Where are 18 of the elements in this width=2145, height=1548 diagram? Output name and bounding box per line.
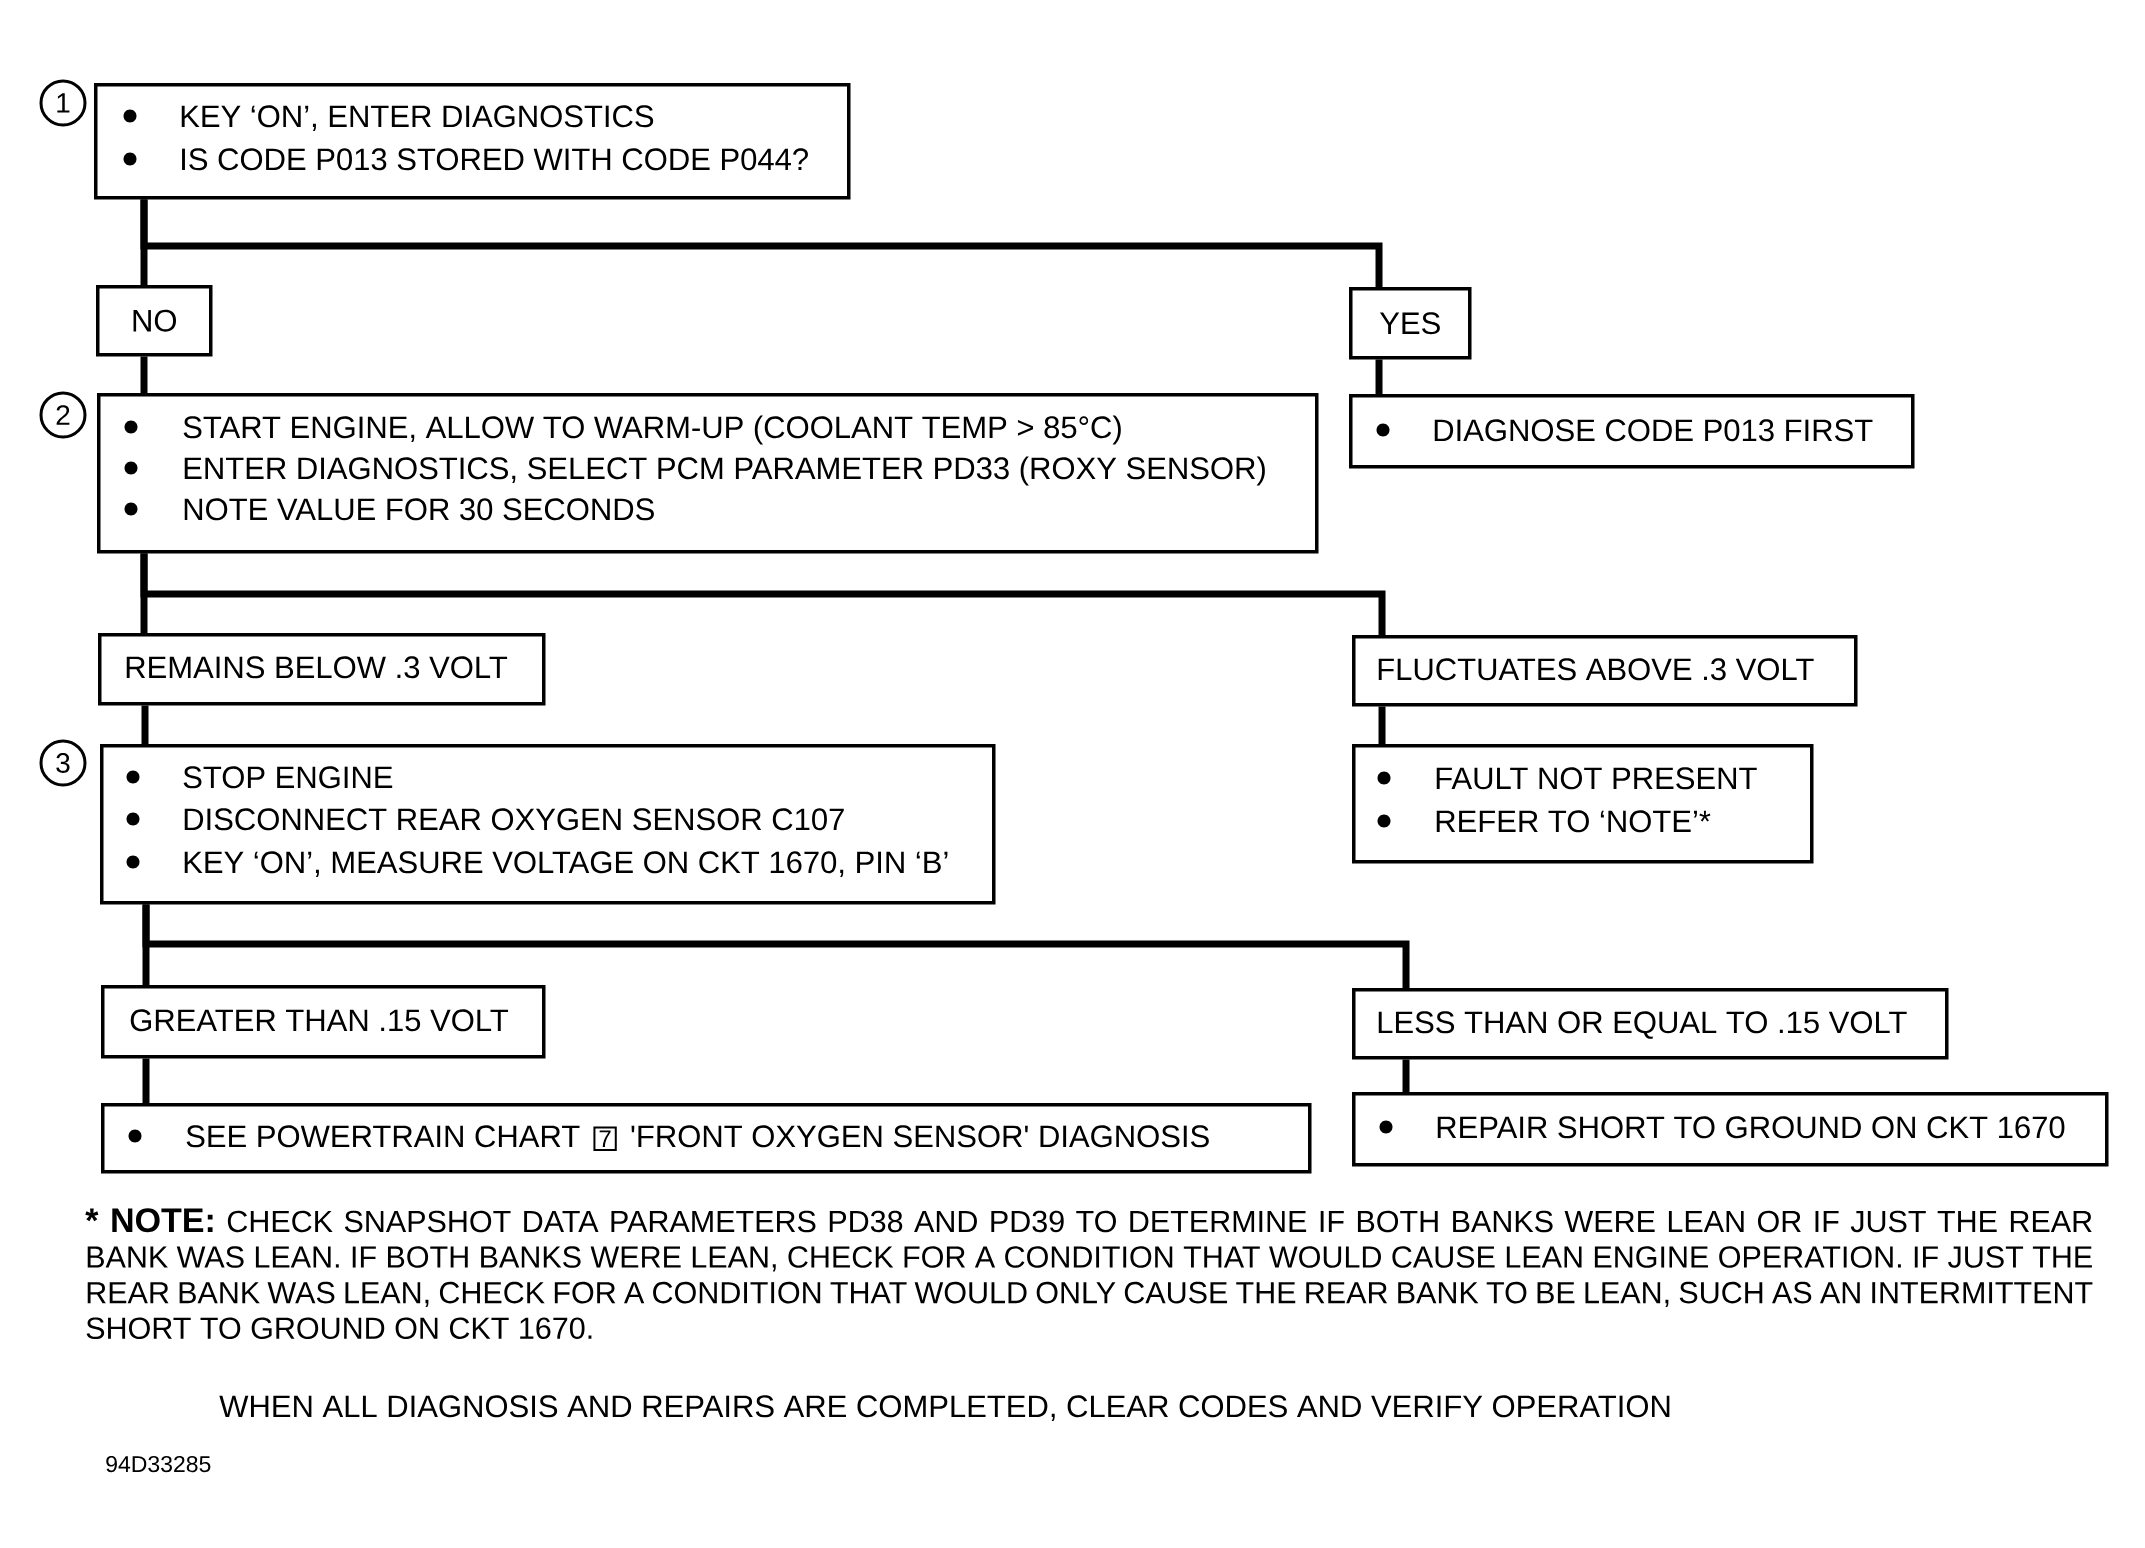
instruction-box: START ENGINE, ALLOW TO WARM-UP (COOLANT TEMP > 85°C) ENTER DIAGNOSTICS, SELECT PCM PARAMETER PD33 (ROXY SENSOR) NOTE VALUE FOR 30 SECONDS xyxy=(97,393,1319,554)
note-paragraph: * NOTE: CHECK SNAPSHOT DATA PARAMETERS PD38 AND PD39 TO DETERMINE IF BOTH BANKS WERE LEAN OR IF JUST THE REAR BANK WAS LEAN. IF BOTH BANKS WERE LEAN, CHECK FOR A CONDITION THAT WOULD CAUSE LEAN ENGINE OPERATION. IF JUST THE REAR BANK WAS LEAN, CHECK FOR A CONDITION THAT WOULD ONLY CAUSE THE REAR BANK TO BE LEAN, SUCH AS AN INTERMITTENT SHORT TO GROUND ON CKT 1670. xyxy=(85,1208,2093,1340)
condition-box: LESS THAN OR EQUAL TO .15 VOLT xyxy=(1352,988,1949,1060)
instruction-box: FAULT NOT PRESENT REFER TO ‘NOTE’* xyxy=(1352,744,1814,864)
instruction-box: KEY ‘ON’, ENTER DIAGNOSTICS IS CODE P013 STORED WITH CODE P044? xyxy=(94,83,851,200)
instruction-box: REPAIR SHORT TO GROUND ON CKT 1670 xyxy=(1352,1092,2109,1167)
condition-box: YES xyxy=(1349,287,1472,360)
instruction-box: DIAGNOSE CODE P013 FIRST xyxy=(1349,394,1915,469)
condition-box: FLUCTUATES ABOVE .3 VOLT xyxy=(1352,635,1858,707)
closing-note: WHEN ALL DIAGNOSIS AND REPAIRS ARE COMPLETED, CLEAR CODES AND VERIFY OPERATION xyxy=(219,1395,1670,1421)
instruction-box: SEE POWERTRAIN CHART 7 'FRONT OXYGEN SENSOR' DIAGNOSIS xyxy=(101,1103,1312,1174)
condition-box: GREATER THAN .15 VOLT xyxy=(101,985,546,1059)
figure-code: 94D33285 xyxy=(106,1455,211,1473)
condition-box: NO xyxy=(96,285,213,357)
condition-box: REMAINS BELOW .3 VOLT xyxy=(98,633,546,706)
connector-line xyxy=(1402,1059,1410,1092)
instruction-box: STOP ENGINE DISCONNECT REAR OXYGEN SENSOR C107 KEY ‘ON’, MEASURE VOLTAGE ON CKT 1670, PIN ‘B’ xyxy=(100,744,996,905)
chart-number-box: 7 xyxy=(593,1126,617,1151)
